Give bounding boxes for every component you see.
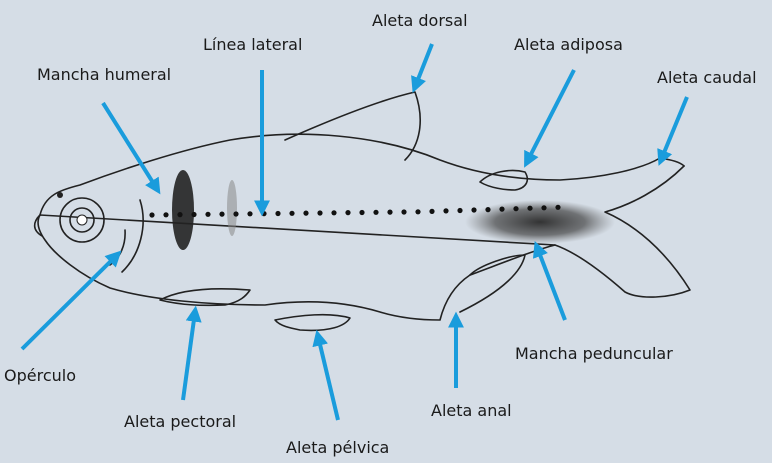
arrow-mancha-peduncular: [537, 247, 565, 320]
arrow-aleta-adiposa: [527, 70, 574, 162]
lateral-line-dot: [205, 212, 210, 217]
lateral-line-dot: [373, 210, 378, 215]
lateral-line-dot: [261, 211, 266, 216]
lateral-line-dot: [177, 212, 182, 217]
label-aleta-anal: Aleta anal: [431, 403, 512, 419]
lateral-line-dot: [415, 209, 420, 214]
lateral-line-dot: [429, 209, 434, 214]
label-linea-lateral: Línea lateral: [203, 37, 302, 53]
humeral-spot: [172, 170, 194, 250]
label-aleta-pelvica: Aleta pélvica: [286, 440, 389, 456]
arrow-aleta-pectoral: [183, 312, 195, 400]
lateral-line-dot: [247, 211, 252, 216]
lateral-line-dot: [527, 206, 532, 211]
lateral-line-dot: [191, 212, 196, 217]
eye-pupil: [77, 215, 87, 225]
humeral-spot-secondary: [227, 180, 237, 236]
label-aleta-caudal: Aleta caudal: [657, 70, 757, 86]
lateral-line-dot: [233, 211, 238, 216]
nostril: [57, 192, 63, 198]
lateral-line-dot: [555, 205, 560, 210]
lateral-line-dot: [485, 207, 490, 212]
arrow-aleta-pelvica: [318, 336, 338, 420]
lateral-line-dot: [443, 208, 448, 213]
arrow-operculo: [22, 255, 117, 349]
lateral-line-dot: [219, 212, 224, 217]
lateral-line-dot: [275, 211, 280, 216]
lateral-line-dot: [513, 206, 518, 211]
arrow-aleta-caudal: [661, 97, 687, 160]
lateral-line-dot: [289, 211, 294, 216]
lateral-line-dot: [303, 211, 308, 216]
lateral-line-dot: [149, 212, 154, 217]
lateral-line-dot: [359, 210, 364, 215]
lateral-line-dot: [457, 208, 462, 213]
lateral-line-dot: [401, 209, 406, 214]
label-mancha-humeral: Mancha humeral: [37, 67, 171, 83]
lateral-line-dot: [163, 212, 168, 217]
lateral-line-dot: [387, 210, 392, 215]
lateral-line-dot: [331, 210, 336, 215]
lateral-line-dot: [317, 210, 322, 215]
label-aleta-adiposa: Aleta adiposa: [514, 37, 623, 53]
arrow-mancha-humeral: [103, 103, 157, 189]
label-mancha-peduncular: Mancha peduncular: [515, 346, 673, 362]
arrow-aleta-dorsal: [415, 44, 432, 87]
lateral-line-dot: [345, 210, 350, 215]
lateral-line-dot: [541, 205, 546, 210]
peduncular-spot: [465, 200, 615, 244]
label-aleta-dorsal: Aleta dorsal: [372, 13, 468, 29]
label-aleta-pectoral: Aleta pectoral: [124, 414, 236, 430]
lateral-line-dot: [471, 207, 476, 212]
label-operculo: Opérculo: [4, 368, 76, 384]
lateral-line-dot: [499, 207, 504, 212]
